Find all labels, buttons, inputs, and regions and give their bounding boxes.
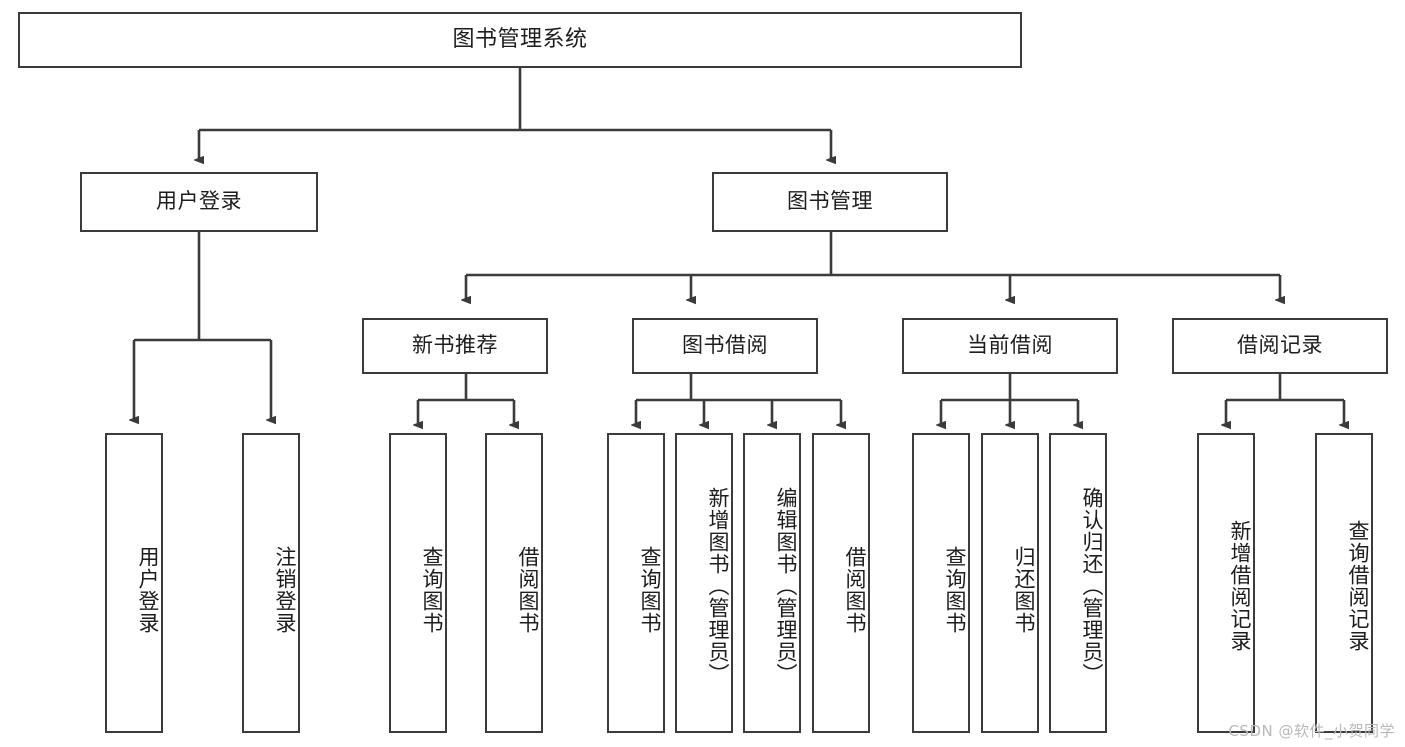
leaf-label: 注销登录 — [273, 546, 297, 634]
node-book-borrow[interactable]: 图书借阅 — [632, 318, 818, 374]
leaf-label: 借阅图书 — [516, 546, 540, 634]
leaf-new-book-borrow[interactable]: 借阅图书 — [485, 433, 543, 733]
leaf-borrow-edit-book-admin[interactable]: 编辑图书（管理员） — [743, 433, 801, 733]
csdn-watermark: CSDN @软件_小贺同学 — [1228, 722, 1395, 740]
leaf-record-query-record[interactable]: 查询借阅记录 — [1315, 433, 1373, 733]
leaf-user-login-signin[interactable]: 用户登录 — [105, 433, 163, 733]
leaf-label: 编辑图书（管理员） — [774, 487, 798, 685]
leaf-user-login-signout[interactable]: 注销登录 — [242, 433, 300, 733]
node-book-borrow-label: 图书借阅 — [682, 333, 768, 358]
leaf-label: 新增借阅记录 — [1228, 520, 1252, 652]
node-borrow-record[interactable]: 借阅记录 — [1172, 318, 1388, 374]
leaf-borrow-borrow-book[interactable]: 借阅图书 — [812, 433, 870, 733]
leaf-current-confirm-return-admin[interactable]: 确认归还（管理员） — [1049, 433, 1107, 733]
leaf-label: 确认归还（管理员） — [1080, 487, 1104, 685]
leaf-current-query-book[interactable]: 查询图书 — [912, 433, 970, 733]
node-root-system[interactable]: 图书管理系统 — [18, 12, 1022, 68]
leaf-label: 查询图书 — [943, 546, 967, 634]
node-current-borrow-label: 当前借阅 — [967, 333, 1053, 358]
leaf-label: 用户登录 — [136, 546, 160, 634]
leaf-borrow-add-book-admin[interactable]: 新增图书（管理员） — [675, 433, 733, 733]
leaf-label: 查询图书 — [638, 546, 662, 634]
node-book-management[interactable]: 图书管理 — [712, 172, 948, 232]
leaf-borrow-query-book[interactable]: 查询图书 — [607, 433, 665, 733]
leaf-label: 查询借阅记录 — [1346, 520, 1370, 652]
leaf-current-return-book[interactable]: 归还图书 — [981, 433, 1039, 733]
node-user-login-label: 用户登录 — [156, 189, 242, 214]
leaf-label: 新增图书（管理员） — [706, 487, 730, 685]
node-book-management-label: 图书管理 — [787, 189, 873, 214]
leaf-label: 借阅图书 — [843, 546, 867, 634]
leaf-record-add-record[interactable]: 新增借阅记录 — [1197, 433, 1255, 733]
node-new-book-recommend[interactable]: 新书推荐 — [362, 318, 548, 374]
leaf-label: 归还图书 — [1012, 546, 1036, 634]
node-borrow-record-label: 借阅记录 — [1237, 333, 1323, 358]
leaf-label: 查询图书 — [420, 546, 444, 634]
node-current-borrow[interactable]: 当前借阅 — [902, 318, 1118, 374]
leaf-new-book-query[interactable]: 查询图书 — [389, 433, 447, 733]
node-root-label: 图书管理系统 — [452, 26, 588, 52]
node-user-login[interactable]: 用户登录 — [80, 172, 318, 232]
node-new-book-recommend-label: 新书推荐 — [412, 333, 498, 358]
